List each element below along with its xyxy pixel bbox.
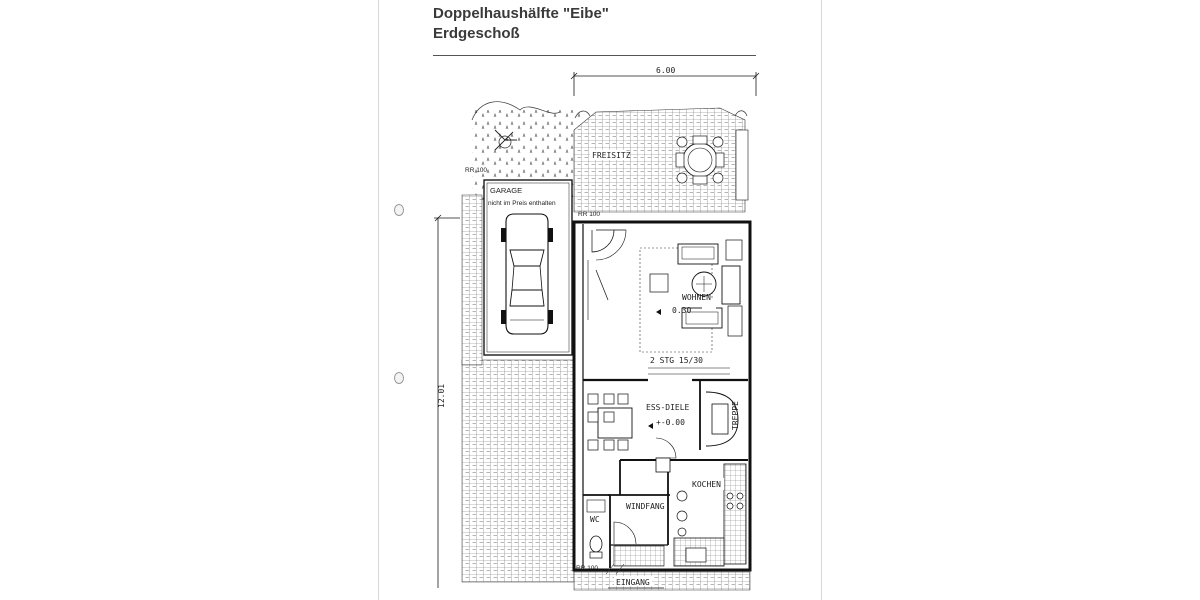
dimension-depth: 12.01 xyxy=(434,214,460,588)
room-label-garage: GARAGE xyxy=(490,186,522,195)
dimension-width: 6.00 xyxy=(570,66,760,96)
ess-level: +-0.00 xyxy=(656,418,685,427)
title-line-2: Erdgeschoß xyxy=(433,25,520,42)
dimension-width-label: 6.00 xyxy=(656,66,675,75)
room-label-wohnen: WOHNEN xyxy=(682,293,711,302)
room-label-eingang: EINGANG xyxy=(616,578,650,587)
punch-hole-bottom xyxy=(394,372,404,384)
room-label-freisitz: FREISITZ xyxy=(592,151,631,160)
terrace-table xyxy=(675,135,725,185)
garage: GARAGE nicht im Preis enthalten xyxy=(483,179,573,356)
garage-note: nicht im Preis enthalten xyxy=(488,200,556,207)
terrace: FREISITZ xyxy=(573,107,749,213)
stair-steps-label: 2 STG 15/30 xyxy=(650,356,703,365)
title-rule xyxy=(433,55,756,56)
room-windfang: WINDFANG xyxy=(613,500,665,567)
room-label-wc: WC xyxy=(590,515,600,524)
punch-hole-top xyxy=(394,204,404,216)
room-label-kochen: KOCHEN xyxy=(692,480,721,489)
room-wohnen: WOHNEN 0.30 2 STG 15/30 xyxy=(587,229,743,375)
room-label-treppe: TREPPE xyxy=(731,401,740,430)
title-line-1: Doppelhaushälfte "Eibe" xyxy=(433,5,609,22)
car-symbol xyxy=(501,213,553,335)
rr-label-mid: RR 100 xyxy=(578,211,600,218)
room-kochen: KOCHEN xyxy=(673,463,747,567)
dimension-depth-label: 12.01 xyxy=(437,384,446,408)
wohnen-level: 0.30 xyxy=(672,306,691,315)
plan-title: Doppelhaushälfte "Eibe" Erdgeschoß xyxy=(433,4,609,44)
entrance: EINGANG xyxy=(573,563,751,591)
rr-label-top-left: RR 100 xyxy=(465,167,487,174)
room-wc: WC xyxy=(586,499,606,559)
room-label-ess-diele: ESS-DIELE xyxy=(646,403,690,412)
room-ess-diele: ESS-DIELE +-0.00 xyxy=(587,393,690,473)
room-label-windfang: WINDFANG xyxy=(626,502,665,511)
house-walls xyxy=(572,220,752,572)
staircase: TREPPE xyxy=(705,391,740,447)
